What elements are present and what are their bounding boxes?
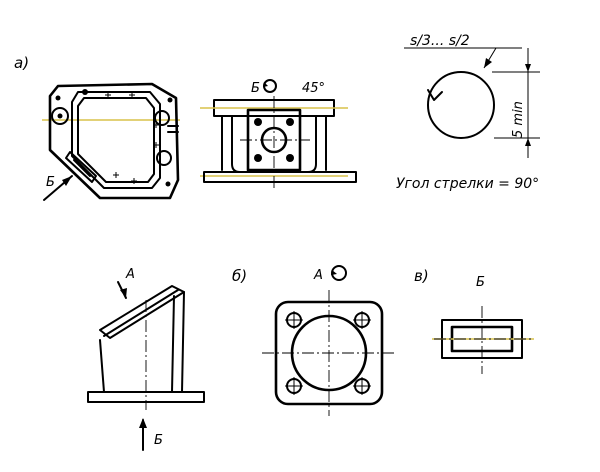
view-label-a: А [313, 268, 323, 283]
flange-hole [254, 118, 262, 126]
left-leg [221, 115, 241, 173]
flange-hole [286, 118, 294, 126]
hole-dot [55, 95, 61, 101]
s-leader-head [484, 58, 492, 68]
bracket-plan-view: Б [42, 82, 180, 201]
angle-label: 45° [302, 81, 325, 96]
grid-markers [105, 92, 159, 184]
lug-lines [167, 125, 179, 133]
flange-hole [254, 154, 262, 162]
square-flange-view: А [262, 265, 394, 416]
inclined-bracket-view: А Б [87, 267, 205, 451]
view-arrow-a-label: А [125, 267, 135, 282]
s-range-label: s/3... s/2 [410, 33, 470, 49]
hole-dot [82, 89, 88, 95]
view-label-b-top: Б [251, 81, 260, 96]
circle-arrow [427, 89, 443, 101]
hole-dot [167, 97, 173, 103]
rotation-arrow [263, 82, 268, 87]
bolt-right-top [154, 110, 170, 126]
bracket-body [99, 291, 185, 393]
figure-label-a: а) [14, 54, 29, 72]
base-plate [203, 171, 357, 183]
inclined-plate-edge [103, 289, 179, 337]
handle-inner [73, 159, 91, 177]
outer-flange [48, 82, 180, 200]
hole-center-marks [285, 311, 371, 395]
inner-frame [71, 91, 161, 189]
inner-frame-edge [77, 97, 155, 183]
bolt-right-bottom [156, 150, 172, 166]
rectangular-section-view: Б [432, 275, 534, 374]
flange-hole [286, 154, 294, 162]
bracket-front-view: Б 45° [200, 79, 357, 190]
bolt-left [51, 107, 69, 125]
five-min-label: 5 min [511, 101, 526, 138]
arrow-angle-note: Угол стрелки = 90° [396, 176, 539, 192]
right-leg [307, 115, 327, 173]
hole-dot [165, 181, 171, 187]
arrow-detail: s/3... s/2 5 min Угол стрелки = 90° [396, 33, 540, 192]
view-label-b: Б [476, 275, 485, 290]
view-arrow-b-head [62, 176, 72, 186]
figure-label-v: в) [414, 267, 429, 285]
view-arrow-b-head [139, 418, 147, 428]
view-arrow-b-label: Б [154, 433, 163, 448]
rotation-circle [427, 71, 495, 139]
view-label-b-left: Б [46, 175, 55, 190]
rotation-arrow [331, 270, 337, 275]
bolt-left-center [57, 113, 63, 119]
figure-label-b: б) [232, 267, 247, 285]
view-arrow-a-head [120, 288, 127, 298]
handle [65, 151, 97, 183]
